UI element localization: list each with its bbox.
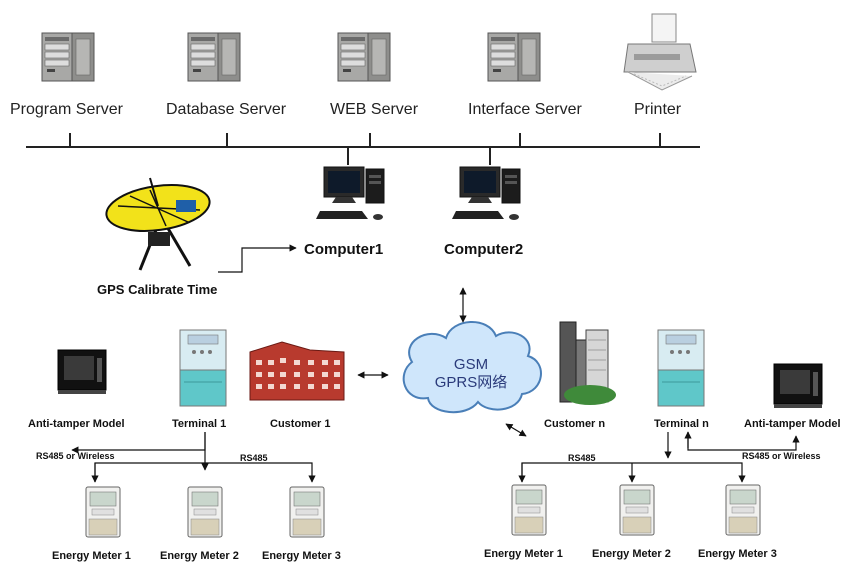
meter-label: Energy Meter 3	[698, 548, 777, 560]
printer-icon	[623, 13, 697, 91]
satellite-dish-icon	[105, 177, 211, 271]
energy-meter-icon	[187, 486, 223, 538]
energy-meter-icon	[289, 486, 325, 538]
server-label: WEB Server	[330, 101, 419, 118]
terminal-icon	[179, 329, 227, 407]
customer-label: Customer n	[544, 418, 606, 430]
meter-label: Energy Meter 1	[484, 548, 563, 560]
meter-label: Energy Meter 1	[52, 550, 131, 562]
energy-meter-icon	[725, 484, 761, 536]
cloud-icon	[402, 321, 542, 414]
server-icon	[41, 32, 95, 82]
customer-label: Customer 1	[270, 418, 331, 430]
server-label: Program Server	[10, 101, 123, 118]
anti-tamper-module-icon	[773, 363, 823, 409]
link-label: RS485 or Wireless	[742, 451, 821, 461]
link-label: RS485 or Wireless	[36, 451, 115, 461]
meter-label: Energy Meter 2	[592, 548, 671, 560]
terminal-label: Terminal n	[654, 418, 709, 430]
meter-label: Energy Meter 2	[160, 550, 239, 562]
terminal-label: Terminal 1	[172, 418, 227, 430]
gps-label: GPS Calibrate Time	[97, 282, 218, 297]
energy-meter-icon	[511, 484, 547, 536]
computer-label: Computer1	[304, 241, 384, 258]
link-label: RS485	[568, 453, 596, 463]
building-icon	[559, 321, 616, 405]
network-line2: GPRS网络	[434, 374, 508, 391]
server-icon	[337, 32, 391, 82]
link-label: RS485	[240, 453, 268, 463]
meter-label: Energy Meter 3	[262, 550, 341, 562]
computer-label: Computer2	[444, 241, 524, 258]
server-icon	[187, 32, 241, 82]
terminal-icon	[657, 329, 705, 407]
desktop-computer-icon	[451, 166, 521, 221]
energy-meter-icon	[85, 486, 121, 538]
server-label: Database Server	[166, 101, 287, 118]
server-label: Interface Server	[468, 101, 582, 118]
anti-tamper-label: Anti-tamper Model	[744, 418, 841, 430]
anti-tamper-label: Anti-tamper Model	[28, 418, 125, 430]
network-label: GSM GPRS网络	[424, 356, 518, 392]
desktop-computer-icon	[315, 166, 385, 221]
building-icon	[249, 341, 345, 401]
anti-tamper-module-icon	[57, 349, 107, 395]
server-icon	[487, 32, 541, 82]
network-line1: GSM	[453, 356, 489, 373]
printer-label: Printer	[634, 101, 682, 118]
energy-meter-icon	[619, 484, 655, 536]
